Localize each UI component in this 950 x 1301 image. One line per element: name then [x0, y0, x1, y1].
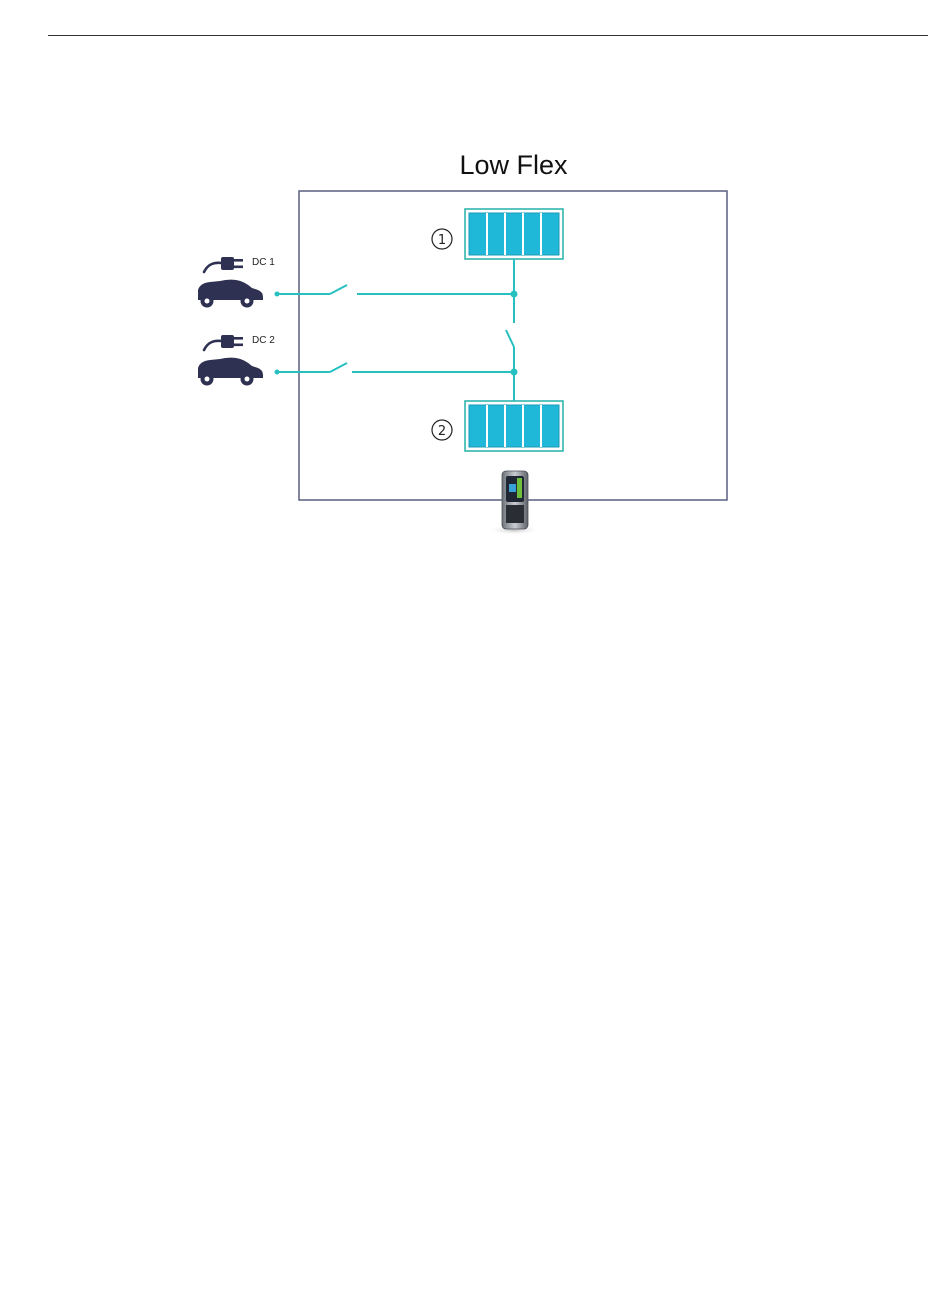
car-icon: [198, 358, 263, 386]
junction-dots: [275, 291, 518, 376]
module-number-2: 2: [432, 420, 452, 440]
plug-icon: [204, 257, 243, 272]
wiring: [278, 259, 514, 401]
connector-label-dc1: DC 1: [252, 257, 275, 268]
power-module-1: [465, 209, 563, 259]
module-number-1: 1: [432, 229, 452, 249]
car-icon: [198, 280, 263, 308]
plug-icon: [204, 335, 243, 350]
power-module-2: [465, 401, 563, 451]
svg-text:2: 2: [438, 424, 446, 439]
connector-label-dc2: DC 2: [252, 335, 275, 346]
svg-text:1: 1: [438, 233, 446, 248]
charging-station-icon: [488, 471, 540, 535]
